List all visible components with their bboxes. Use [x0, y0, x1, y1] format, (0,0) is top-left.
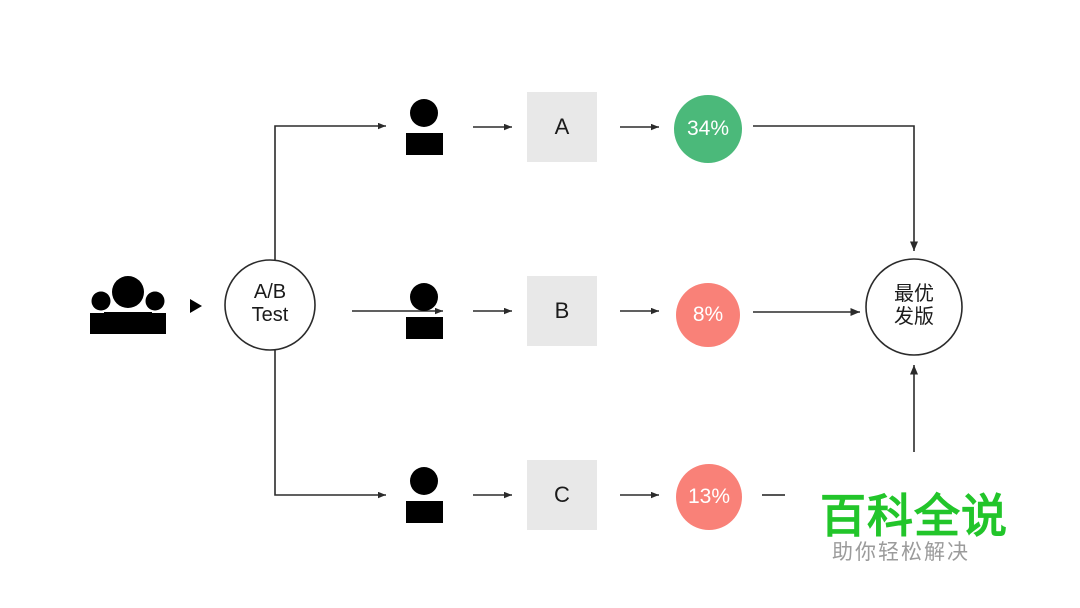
variant-box-b[interactable] [527, 276, 597, 346]
person-icon-row-b [406, 283, 443, 339]
variant-label-a: A [554, 114, 570, 139]
final-node-circle[interactable] [865, 258, 963, 356]
percent-label-b: 8% [692, 303, 724, 326]
connector-to-variant-c [274, 350, 386, 499]
watermark-title: 百科全说 [820, 490, 1008, 542]
percent-circle-a[interactable] [674, 95, 742, 163]
percent-label-a: 34% [686, 117, 730, 140]
group-people-icon [90, 276, 166, 334]
watermark-subtitle: 助你轻松解决 [832, 541, 970, 564]
percent-circle-b[interactable] [676, 283, 740, 347]
play-triangle-icon [190, 299, 202, 313]
person-icon-row-c [406, 467, 443, 523]
final-node-label: 最优 发版 [864, 283, 964, 329]
abtest-label-line2: Test [251, 304, 289, 326]
variant-label-c: C [554, 482, 570, 507]
variant-box-c[interactable] [527, 460, 597, 530]
abtest-node-label: A/B Test [220, 281, 320, 327]
percent-circle-c[interactable] [676, 464, 742, 530]
connector-to-variant-a [274, 122, 386, 260]
person-icon-row-a [406, 99, 443, 155]
final-label-line2: 发版 [894, 306, 934, 328]
percent-label-c: 13% [687, 485, 731, 508]
variant-label-b: B [554, 298, 570, 323]
final-label-line1: 最优 [894, 283, 934, 305]
abtest-node-circle[interactable] [224, 259, 316, 351]
variant-box-a[interactable] [527, 92, 597, 162]
abtest-label-line1: A/B [253, 281, 287, 303]
connector-a-to-final [753, 125, 918, 251]
